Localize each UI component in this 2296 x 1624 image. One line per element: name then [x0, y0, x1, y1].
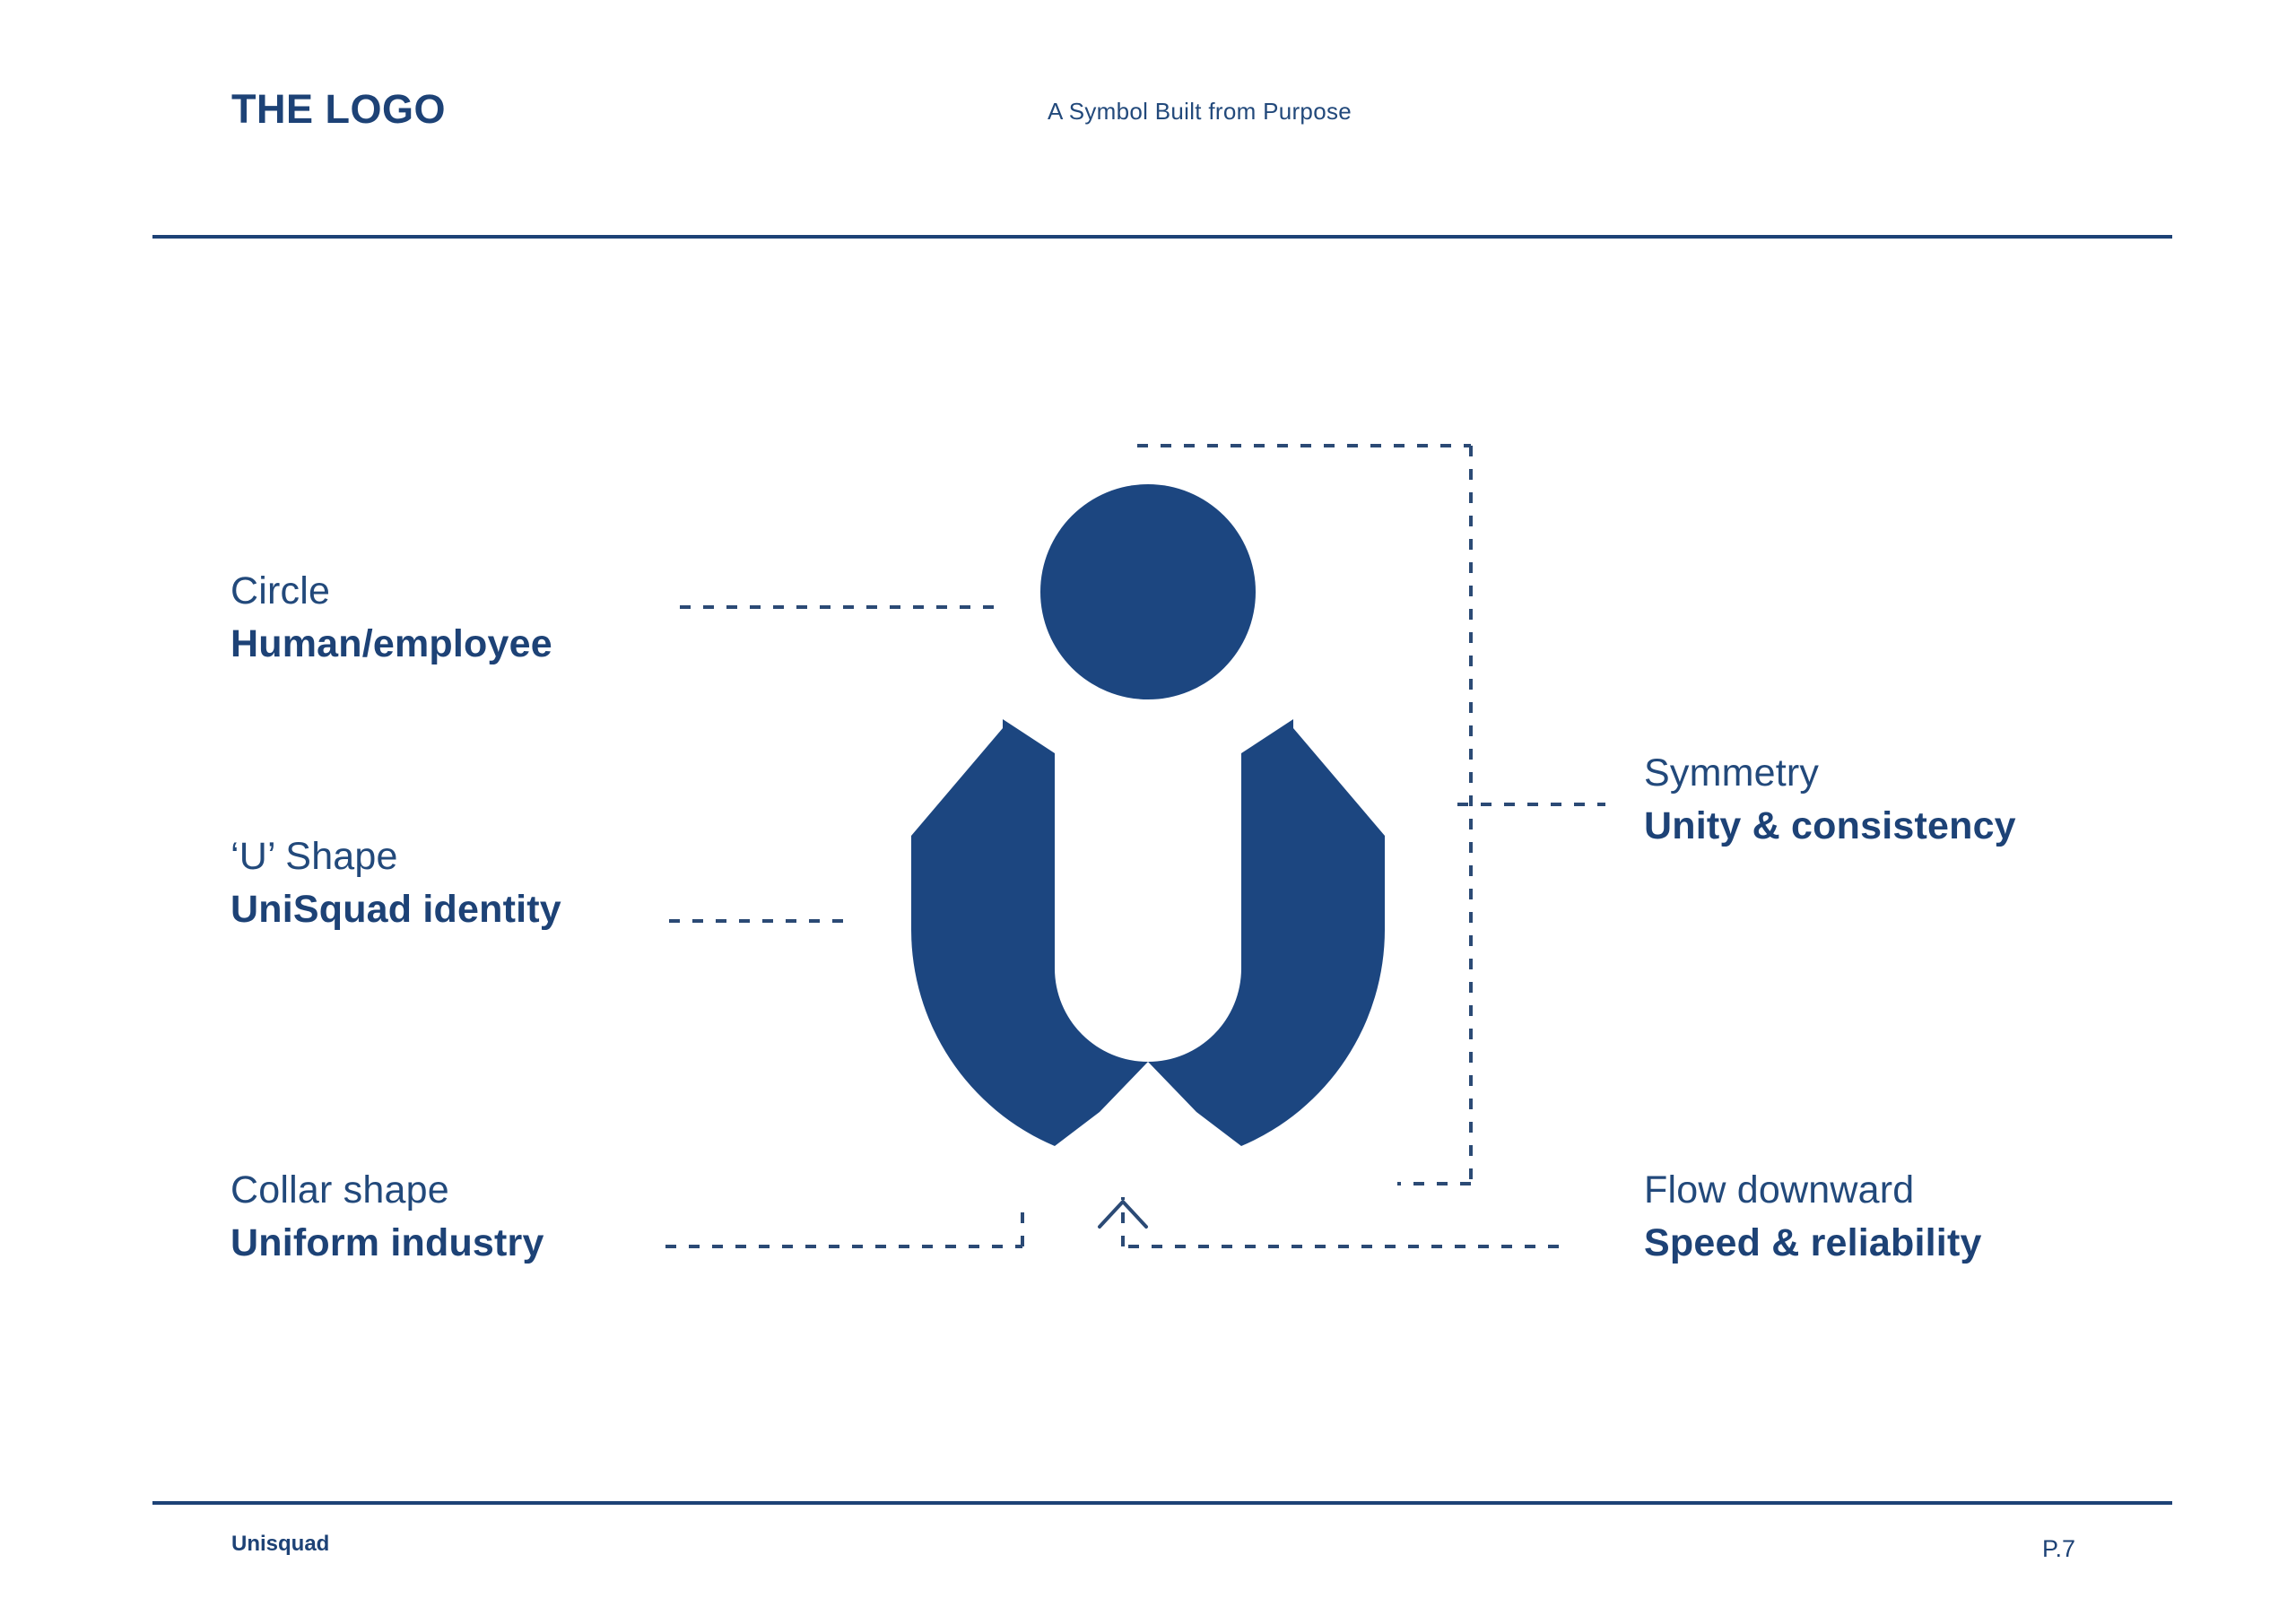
annotation-circle-title: Circle: [230, 569, 331, 612]
annotation-u-shape-meaning: UniSquad identity: [230, 888, 561, 932]
annotation-collar-shape: Collar shape Uniform industry: [230, 1168, 544, 1265]
annotation-collar-shape-title: Collar shape: [230, 1168, 449, 1211]
logo-circle-head: [1040, 484, 1256, 699]
annotation-circle: Circle Human/employee: [230, 569, 552, 666]
page-subtitle: A Symbol Built from Purpose: [1048, 98, 1352, 125]
annotation-u-shape: ‘U’ Shape UniSquad identity: [230, 835, 561, 932]
logo-u-body: [910, 719, 1148, 1146]
annotation-symmetry: Symmetry Unity & consistency: [1644, 751, 2016, 848]
annotation-flow-downward-meaning: Speed & reliability: [1644, 1221, 1982, 1265]
annotation-u-shape-title: ‘U’ Shape: [230, 835, 398, 878]
slide-header: THE LOGO A Symbol Built from Purpose: [0, 0, 2296, 235]
annotation-flow-downward-title: Flow downward: [1644, 1168, 1915, 1211]
annotation-symmetry-title: Symmetry: [1644, 751, 1820, 795]
annotation-collar-shape-meaning: Uniform industry: [230, 1221, 544, 1265]
header-divider: [152, 235, 2172, 239]
annotation-symmetry-meaning: Unity & consistency: [1644, 804, 2016, 848]
logo-u-body-right: [1148, 719, 1386, 1146]
footer-page-number: P.7: [2042, 1535, 2076, 1562]
unisquad-logo-mark: [879, 484, 1417, 1229]
annotation-circle-meaning: Human/employee: [230, 622, 552, 666]
footer-divider: [152, 1501, 2172, 1505]
footer-brand-label: Unisquad: [231, 1532, 330, 1556]
page-title: THE LOGO: [231, 86, 446, 132]
annotation-flow-downward: Flow downward Speed & reliability: [1644, 1168, 1982, 1265]
